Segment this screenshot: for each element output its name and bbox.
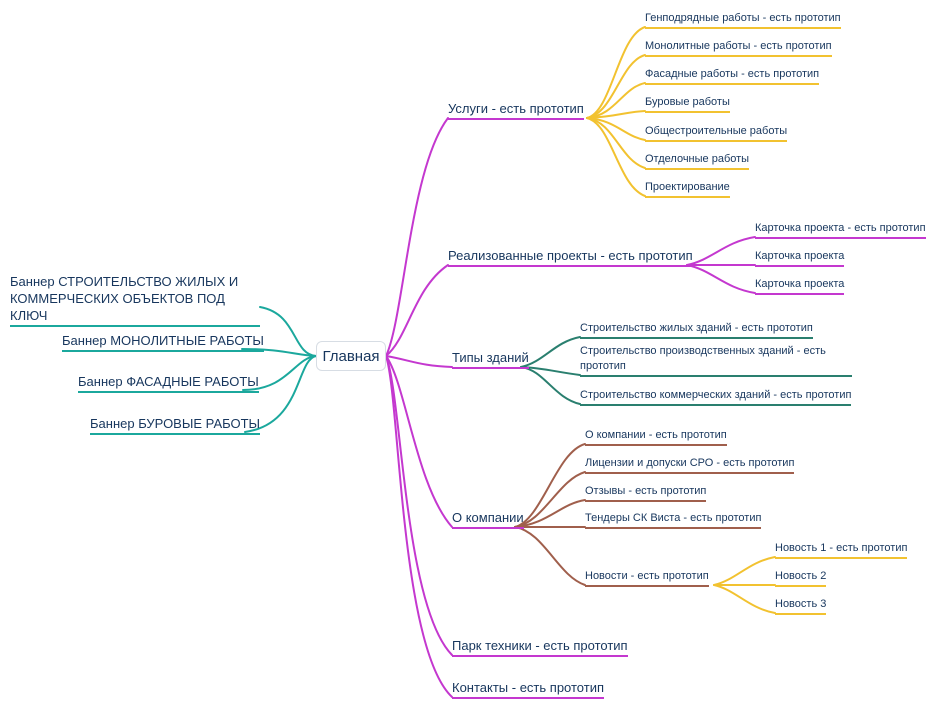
branch-banner-2-line	[241, 348, 317, 357]
branch-banner-1-line	[259, 306, 317, 357]
node-news-1[interactable]: Новость 1 - есть прототип	[775, 541, 908, 559]
branch-projects-line	[385, 264, 449, 357]
branch-banner-3-line	[242, 355, 317, 391]
node-project-card-1[interactable]: Карточка проекта - есть прототип	[755, 221, 926, 239]
node-banner-main[interactable]: Баннер СТРОИТЕЛЬСТВО ЖИЛЫХ И КОММЕРЧЕСКИ…	[10, 273, 260, 327]
branch-about-3-line	[514, 499, 586, 528]
branch-project-card-3-line	[686, 264, 756, 294]
node-banner-drilling[interactable]: Баннер БУРОВЫЕ РАБОТЫ	[90, 415, 261, 435]
node-news-3[interactable]: Новость 3	[775, 597, 827, 615]
branch-fleet-line	[385, 355, 453, 656]
branch-service-1-line	[586, 26, 646, 119]
node-news-2[interactable]: Новость 2	[775, 569, 827, 587]
node-about[interactable]: О компании	[452, 509, 524, 529]
node-fleet[interactable]: Парк техники - есть прототип	[452, 637, 628, 657]
node-building-type-industrial[interactable]: Строительство производственных зданий - …	[580, 344, 852, 377]
node-root[interactable]: Главная	[316, 341, 386, 371]
node-service-monolith[interactable]: Монолитные работы - есть прототип	[645, 39, 832, 57]
branch-service-3-line	[586, 82, 646, 119]
node-building-type-residential[interactable]: Строительство жилых зданий - есть протот…	[580, 321, 813, 339]
node-service-facade[interactable]: Фасадные работы - есть прототип	[645, 67, 820, 85]
branch-building-type-1-line	[520, 336, 581, 368]
branch-service-5-line	[586, 117, 646, 141]
node-news[interactable]: Новости - есть прототип	[585, 569, 709, 587]
branch-contacts-line	[385, 355, 453, 698]
branch-news-line	[514, 526, 586, 586]
node-project-card-2[interactable]: Карточка проекта	[755, 249, 845, 267]
branch-about-2-line	[514, 471, 586, 528]
branch-services-line	[385, 117, 449, 357]
node-contacts[interactable]: Контакты - есть прототип	[452, 679, 604, 699]
node-about-reviews[interactable]: Отзывы - есть прототип	[585, 484, 707, 502]
branch-service-4-line	[586, 110, 646, 119]
node-service-general-construction[interactable]: Общестроительные работы	[645, 124, 788, 142]
branch-news-1-line	[713, 556, 776, 586]
branch-news-3-line	[713, 584, 776, 614]
node-project-card-3[interactable]: Карточка проекта	[755, 277, 845, 295]
node-banner-monolith[interactable]: Баннер МОНОЛИТНЫЕ РАБОТЫ	[62, 332, 264, 352]
branch-service-7-line	[586, 117, 646, 197]
branch-service-2-line	[586, 54, 646, 119]
node-service-general-contracting[interactable]: Генподрядные работы - есть прототип	[645, 11, 841, 29]
node-building-types[interactable]: Типы зданий	[452, 349, 529, 369]
branch-about-line	[385, 355, 453, 528]
node-service-finishing[interactable]: Отделочные работы	[645, 152, 750, 170]
node-service-design[interactable]: Проектирование	[645, 180, 730, 198]
node-banner-facade[interactable]: Баннер ФАСАДНЫЕ РАБОТЫ	[78, 373, 259, 393]
branch-building-types-line	[385, 355, 453, 368]
node-about-licenses[interactable]: Лицензии и допуски СРО - есть прототип	[585, 456, 795, 474]
branch-banner-4-line	[244, 355, 317, 433]
node-building-type-commercial[interactable]: Строительство коммерческих зданий - есть…	[580, 388, 852, 406]
node-projects[interactable]: Реализованные проекты - есть прототип	[448, 247, 693, 267]
branch-building-type-3-line	[520, 366, 581, 405]
branch-service-6-line	[586, 117, 646, 169]
node-services[interactable]: Услуги - есть прототип	[448, 100, 584, 120]
node-about-company[interactable]: О компании - есть прототип	[585, 428, 727, 446]
branch-project-card-1-line	[686, 236, 756, 266]
node-about-tenders[interactable]: Тендеры СК Виста - есть прототип	[585, 511, 762, 529]
node-service-drilling[interactable]: Буровые работы	[645, 95, 730, 113]
branch-building-type-2-line	[520, 366, 581, 376]
branch-about-1-line	[514, 443, 586, 528]
